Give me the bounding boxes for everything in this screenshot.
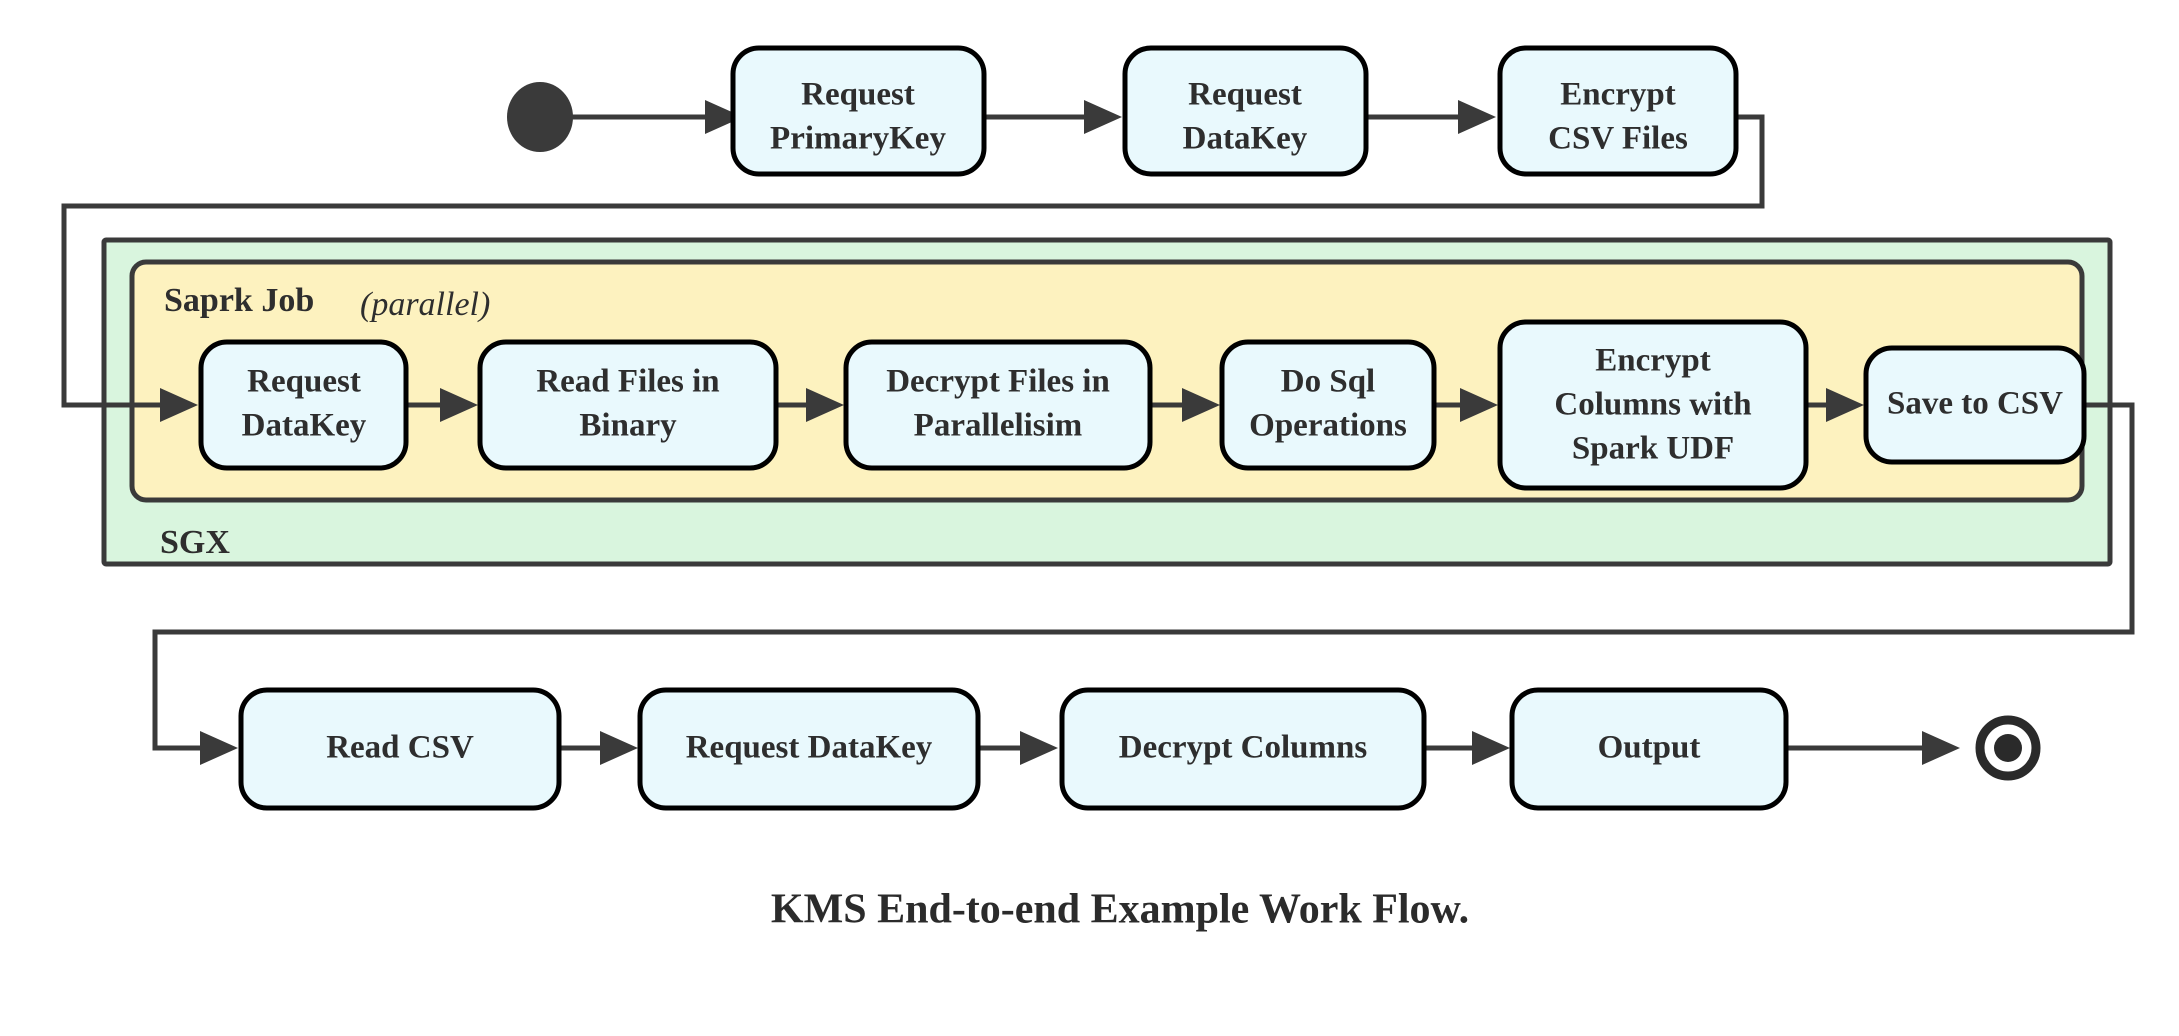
start-node (507, 82, 573, 152)
node-request-primarykey-line-2: PrimaryKey (770, 121, 946, 157)
node-read-csv[interactable]: Read CSV (238, 687, 562, 811)
arrowhead-spark-datakey-to-read-binary (440, 388, 478, 422)
node-do-sql-operations-line-2: Operations (1249, 408, 1407, 444)
node-request-datakey-bottom-rect[interactable] (637, 687, 981, 811)
node-request-datakey-spark[interactable]: Request DataKey (198, 339, 409, 471)
arrowhead-decrypt-columns-to-output (1472, 731, 1510, 765)
node-request-datakey-bottom[interactable]: Request DataKey (637, 687, 981, 811)
node-request-primarykey-line-1: Request (801, 77, 915, 113)
node-encrypt-csv-files-line-2: CSV Files (1548, 121, 1688, 157)
node-read-files-in-binary-line-1: Read Files in (536, 364, 719, 400)
node-request-datakey-top-line-1: Request (1188, 77, 1302, 113)
node-save-to-csv-rect[interactable] (1863, 345, 2087, 465)
spark-job-group-label: Saprk Job (164, 282, 314, 319)
node-request-datakey-top-line-2: DataKey (1183, 121, 1308, 157)
end-node (1975, 715, 2041, 781)
node-encrypt-columns-with-spark-udf-line-1: Encrypt (1595, 343, 1711, 379)
node-output-line-1: Output (1598, 730, 1701, 766)
node-encrypt-csv-files-rect[interactable] (1497, 45, 1739, 177)
node-do-sql-operations-rect[interactable] (1219, 339, 1437, 471)
arrowhead-read-csv-to-request-datakey (600, 731, 638, 765)
end-node-dot (1994, 734, 2022, 762)
node-decrypt-columns[interactable]: Decrypt Columns (1059, 687, 1427, 811)
edge-encrypt-csv-to-spark-datakey (61, 114, 1765, 408)
node-request-datakey-spark-line-1: Request (247, 364, 361, 400)
node-decrypt-columns-line-1: Decrypt Columns (1119, 730, 1368, 766)
node-encrypt-columns-with-spark-udf[interactable]: Encrypt Columns with Spark UDF (1497, 319, 1809, 491)
node-decrypt-files-in-parallelisim[interactable]: Decrypt Files in Parallelisim (843, 339, 1153, 471)
node-request-datakey-spark-line-2: DataKey (242, 408, 367, 444)
node-output-rect[interactable] (1509, 687, 1789, 811)
node-read-csv-line-1: Read CSV (326, 730, 474, 766)
node-encrypt-columns-with-spark-udf-line-3: Spark UDF (1572, 431, 1734, 467)
node-request-primarykey[interactable]: Request PrimaryKey (730, 45, 987, 177)
node-request-primarykey-rect[interactable] (730, 45, 987, 177)
node-request-datakey-bottom-line-1: Request DataKey (686, 730, 933, 766)
edge-save-csv-to-read-csv (152, 402, 2135, 751)
connectors (61, 100, 2135, 765)
arrowhead-decrypt-parallelisim-to-do-sql (1182, 388, 1220, 422)
arrowhead-encrypt-columns-to-save-csv (1826, 388, 1864, 422)
arrowhead-read-binary-to-decrypt-parallelisim (806, 388, 844, 422)
start-node-dot (507, 82, 573, 152)
node-do-sql-operations-line-1: Do Sql (1281, 364, 1375, 400)
sgx-group-label: SGX (160, 524, 230, 561)
node-encrypt-columns-with-spark-udf-rect[interactable] (1497, 319, 1809, 491)
node-read-files-in-binary-rect[interactable] (477, 339, 779, 471)
node-save-to-csv[interactable]: Save to CSV (1863, 345, 2087, 465)
node-decrypt-files-in-parallelisim-line-2: Parallelisim (914, 408, 1083, 444)
arrowhead-save-csv-to-read-csv (200, 731, 238, 765)
node-encrypt-csv-files-line-1: Encrypt (1560, 77, 1676, 113)
node-save-to-csv-line-1: Save to CSV (1887, 386, 2063, 422)
arrowhead-datakey-to-encrypt-csv (1458, 100, 1496, 134)
node-output[interactable]: Output (1509, 687, 1789, 811)
arrowhead-request-datakey-to-decrypt-columns (1020, 731, 1058, 765)
node-encrypt-csv-files[interactable]: Encrypt CSV Files (1497, 45, 1739, 177)
node-decrypt-files-in-parallelisim-line-1: Decrypt Files in (886, 364, 1110, 400)
node-request-datakey-spark-rect[interactable] (198, 339, 409, 471)
node-read-csv-rect[interactable] (238, 687, 562, 811)
node-request-datakey-top-rect[interactable] (1122, 45, 1369, 177)
arrowhead-start-to-request-primarykey (705, 100, 743, 134)
node-read-files-in-binary-line-2: Binary (579, 408, 677, 444)
arrowhead-do-sql-to-encrypt-columns (1460, 388, 1498, 422)
node-encrypt-columns-with-spark-udf-line-2: Columns with (1554, 387, 1751, 423)
node-request-datakey-top[interactable]: Request DataKey (1122, 45, 1369, 177)
arrowhead-output-to-end (1922, 731, 1960, 765)
arrowhead-encrypt-csv-to-spark-datakey (160, 388, 198, 422)
node-decrypt-columns-rect[interactable] (1059, 687, 1427, 811)
arrowhead-primarykey-to-datakey (1084, 100, 1122, 134)
node-decrypt-files-in-parallelisim-rect[interactable] (843, 339, 1153, 471)
node-do-sql-operations[interactable]: Do Sql Operations (1219, 339, 1437, 471)
node-read-files-in-binary[interactable]: Read Files in Binary (477, 339, 779, 471)
diagram-caption: KMS End-to-end Example Work Flow. (771, 887, 1469, 933)
spark-job-group-qualifier: (parallel) (360, 286, 490, 323)
